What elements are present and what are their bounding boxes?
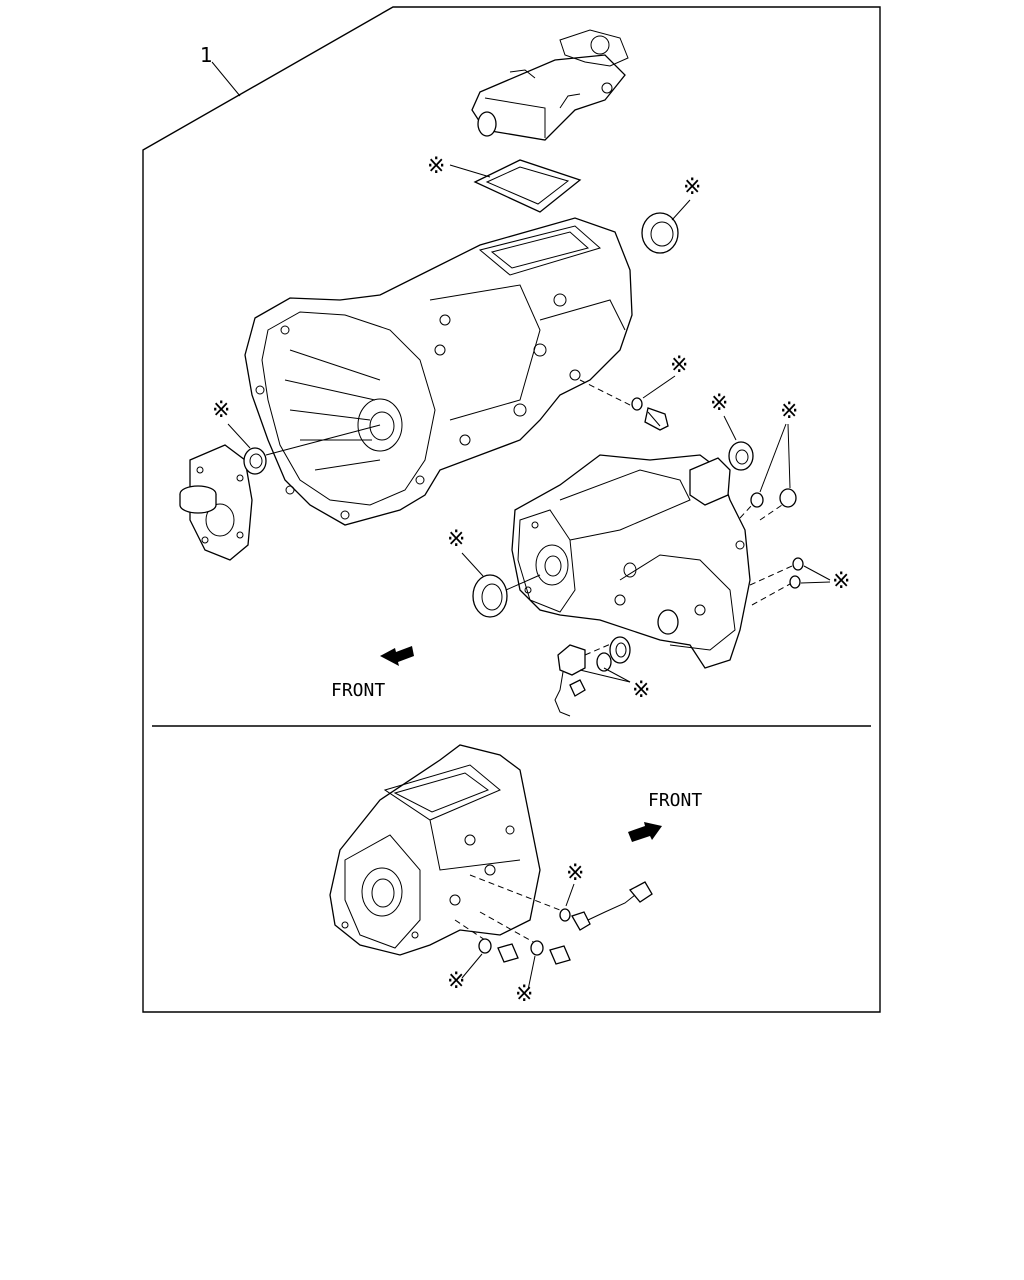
kit-frame: [142, 6, 881, 1013]
transfer-front-seal: [472, 574, 508, 618]
transfer-case: [511, 454, 751, 669]
front-label-top: FRONT: [331, 680, 385, 701]
shift-control-housing: [471, 29, 629, 141]
mark-orings-right: ※: [832, 569, 850, 594]
mark-filler-plug: ※: [447, 969, 465, 994]
transmission-case-rear: [329, 744, 541, 956]
filler-plug: [454, 919, 519, 963]
mark-orings-pair: ※: [780, 399, 798, 424]
transfer-orings-pair: [739, 488, 797, 521]
front-arrow-top: [380, 646, 414, 666]
callout-leader: [211, 61, 241, 97]
transmission-case: [244, 217, 633, 526]
sensor-seals: [596, 636, 631, 672]
transfer-orings-right: [749, 557, 804, 606]
front-arrow-bottom: [628, 822, 662, 842]
mark-transfer-front-seal: ※: [447, 527, 465, 552]
mark-transfer-rear-seal: ※: [710, 391, 728, 416]
mark-rear-seal: ※: [683, 175, 701, 200]
drain-bolt: [579, 379, 669, 431]
front-bearing-retainer: [179, 444, 253, 561]
mark-drain-plug: ※: [515, 982, 533, 1007]
callout-number: 1: [200, 43, 213, 67]
position-sensor: [554, 639, 621, 717]
drain-plug: [479, 911, 571, 965]
mark-gasket: ※: [427, 154, 445, 179]
mark-bolt-washer: ※: [670, 353, 688, 378]
front-label-bottom: FRONT: [648, 790, 702, 811]
mark-switch-seal: ※: [566, 861, 584, 886]
mark-front-seal: ※: [212, 398, 230, 423]
cover-gasket: [473, 159, 582, 213]
transfer-rear-seal: [728, 441, 754, 471]
front-oil-seal: [243, 447, 267, 475]
mark-sensor-seals: ※: [632, 678, 650, 703]
reverse-switch: [469, 874, 653, 931]
rear-oil-seal: [641, 212, 679, 254]
